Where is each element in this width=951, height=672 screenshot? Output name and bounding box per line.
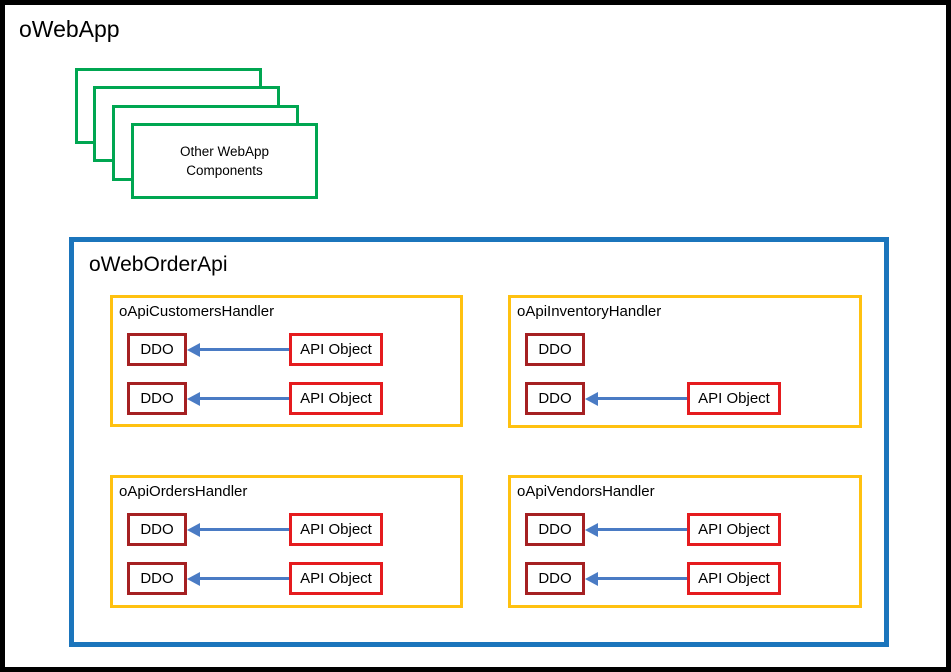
left-arrow-icon	[187, 513, 289, 546]
handler-name: oApiVendorsHandler	[517, 483, 655, 500]
ddo-box: DDO	[525, 333, 585, 366]
oweborderapi-container: oWebOrderApi oApiCustomersHandler DDO AP…	[69, 237, 889, 647]
ddo-api-row: DDO API Object	[127, 333, 383, 366]
left-arrow-icon	[585, 513, 687, 546]
arrow-shaft	[200, 528, 289, 531]
ddo-api-row: DDO API Object	[525, 562, 781, 595]
arrow-head-icon	[585, 571, 598, 586]
oweborderapi-title: oWebOrderApi	[89, 253, 228, 276]
ddo-box: DDO	[127, 513, 187, 546]
left-arrow-icon	[585, 382, 687, 415]
ddo-box: DDO	[127, 333, 187, 366]
left-arrow-icon	[187, 382, 289, 415]
handler-orders: oApiOrdersHandler DDO API Object DDO	[110, 475, 463, 608]
left-arrow-icon	[585, 562, 687, 595]
arrow-head-icon	[187, 571, 200, 586]
arrow-shaft	[200, 397, 289, 400]
ddo-box: DDO	[127, 562, 187, 595]
stack-card-label: Other WebApp Components	[180, 142, 269, 180]
ddo-box: DDO	[525, 382, 585, 415]
handler-name: oApiCustomersHandler	[119, 303, 275, 320]
ddo-api-row: DDO API Object	[525, 513, 781, 546]
handler-customers: oApiCustomersHandler DDO API Object DDO	[110, 295, 463, 427]
webapp-title: oWebApp	[19, 16, 120, 42]
stack-card-label-line1: Other WebApp	[179, 144, 270, 159]
arrow-shaft	[200, 348, 289, 351]
ddo-row: DDO	[525, 333, 585, 366]
arrow-head-icon	[187, 522, 200, 537]
handler-name: oApiInventoryHandler	[517, 303, 662, 320]
handler-inventory: oApiInventoryHandler DDO DDO API Object	[508, 295, 862, 428]
api-object-box: API Object	[289, 382, 383, 415]
stack-card-front: Other WebApp Components	[131, 123, 318, 199]
arrow-head-icon	[585, 522, 598, 537]
api-object-box: API Object	[687, 513, 781, 546]
handler-name: oApiOrdersHandler	[119, 483, 248, 500]
ddo-box: DDO	[127, 382, 187, 415]
ddo-api-row: DDO API Object	[127, 382, 383, 415]
api-object-box: API Object	[289, 562, 383, 595]
ddo-box: DDO	[525, 562, 585, 595]
api-object-box: API Object	[289, 513, 383, 546]
ddo-box: DDO	[525, 513, 585, 546]
ddo-api-row: DDO API Object	[525, 382, 781, 415]
api-object-box: API Object	[289, 333, 383, 366]
arrow-shaft	[200, 577, 289, 580]
ddo-api-row: DDO API Object	[127, 562, 383, 595]
arrow-shaft	[598, 528, 687, 531]
left-arrow-icon	[187, 562, 289, 595]
arrow-head-icon	[585, 391, 598, 406]
arrow-shaft	[598, 397, 687, 400]
arrow-head-icon	[187, 342, 200, 357]
ddo-api-row: DDO API Object	[127, 513, 383, 546]
api-object-box: API Object	[687, 382, 781, 415]
stack-card-label-line2: Components	[186, 163, 263, 178]
arrow-shaft	[598, 577, 687, 580]
handler-vendors: oApiVendorsHandler DDO API Object DDO	[508, 475, 862, 608]
api-object-box: API Object	[687, 562, 781, 595]
left-arrow-icon	[187, 333, 289, 366]
arrow-head-icon	[187, 391, 200, 406]
